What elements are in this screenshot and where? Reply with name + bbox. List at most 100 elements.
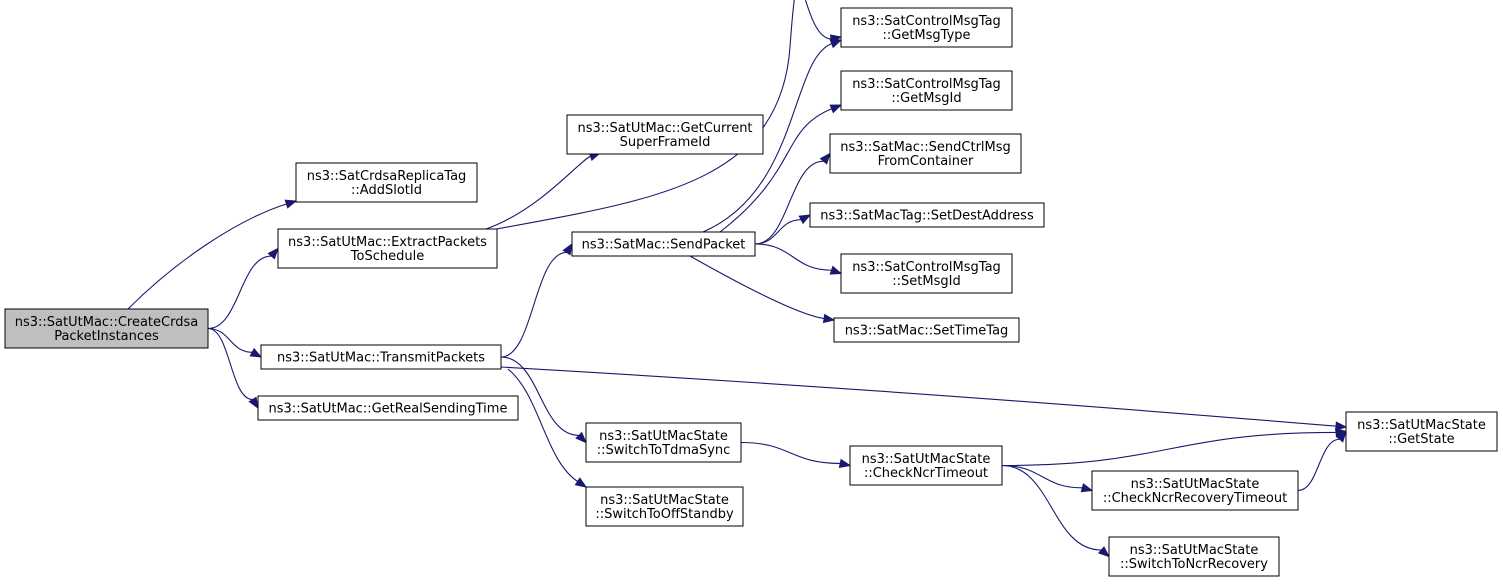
edge-transmit_packets-to-send_packet bbox=[500, 242, 573, 358]
node-add-slot-id[interactable]: ns3::SatCrdsaReplicaTag::AddSlotId bbox=[295, 162, 478, 203]
edge-transmit_packets-to-get_state bbox=[500, 366, 1348, 431]
edge-switch_to_tdma_sync-to-check_ncr_timeout bbox=[740, 441, 852, 468]
node-switch-to-off-standby[interactable]: ns3::SatUtMacState::SwitchToOffStandby bbox=[585, 486, 744, 527]
node-box bbox=[566, 114, 764, 155]
node-label-line: ns3::SatUtMacState bbox=[599, 429, 728, 444]
node-check-ncr-recovery-timeout[interactable]: ns3::SatUtMacState::CheckNcrRecoveryTime… bbox=[1091, 470, 1299, 511]
edge-arrowhead bbox=[1335, 421, 1348, 431]
node-check-ncr-timeout[interactable]: ns3::SatUtMacState::CheckNcrTimeout bbox=[849, 445, 1003, 486]
node-label-line: ::SwitchToOffStandby bbox=[595, 507, 734, 522]
edge-arrowhead bbox=[822, 313, 836, 324]
edge-arrowhead bbox=[249, 347, 263, 358]
node-box bbox=[585, 422, 742, 463]
edge-send_packet-to-send_ctrl_msg bbox=[754, 152, 831, 245]
edge-line bbox=[1001, 464, 1102, 551]
node-get-state[interactable]: ns3::SatUtMacState::GetState bbox=[1345, 411, 1498, 452]
node-label-line: ::GetState bbox=[1388, 432, 1454, 447]
node-label-line: ns3::SatMacTag::SetDestAddress bbox=[820, 209, 1034, 224]
node-label-line: ToSchedule bbox=[350, 249, 424, 264]
node-label-line: ns3::SatUtMac::TransmitPackets bbox=[277, 351, 485, 366]
edge-arrowhead bbox=[838, 458, 852, 468]
node-transmit-packets[interactable]: ns3::SatUtMac::TransmitPackets bbox=[260, 344, 502, 370]
node-label-line: ::SetMsgId bbox=[892, 274, 960, 289]
edge-send_packet-to-get_msg_id bbox=[719, 104, 843, 233]
edge-line bbox=[500, 366, 1337, 427]
node-set-dest-address[interactable]: ns3::SatMacTag::SetDestAddress bbox=[809, 202, 1045, 228]
edge-line bbox=[754, 160, 824, 245]
node-label-line: ::SwitchToNcrRecovery bbox=[1120, 557, 1268, 572]
node-label-line: ns3::SatUtMacState bbox=[1131, 477, 1260, 492]
node-box bbox=[829, 133, 1022, 174]
edge-arrowhead bbox=[1335, 430, 1347, 443]
edge-arrowhead bbox=[829, 265, 843, 275]
node-box bbox=[585, 486, 744, 527]
node-get-real-sending-time[interactable]: ns3::SatUtMac::GetRealSendingTime bbox=[257, 395, 519, 421]
node-create-crdsa[interactable]: ns3::SatUtMac::CreateCrdsaPacketInstance… bbox=[4, 308, 209, 349]
edge-line bbox=[754, 243, 832, 271]
node-set-time-tag[interactable]: ns3::SatMac::SetTimeTag bbox=[833, 317, 1020, 343]
node-send-packet[interactable]: ns3::SatMac::SendPacket bbox=[571, 231, 756, 257]
edge-arrowhead bbox=[267, 247, 279, 260]
node-box bbox=[260, 344, 502, 370]
edge-line bbox=[496, 0, 832, 230]
edge-line bbox=[689, 255, 825, 320]
node-box bbox=[571, 231, 756, 257]
node-label-line: ns3::SatMac::SetTimeTag bbox=[845, 324, 1009, 339]
edge-arrowhead bbox=[829, 39, 843, 49]
edge-arrowhead bbox=[829, 104, 843, 114]
node-label-line: PacketInstances bbox=[54, 329, 159, 344]
node-label-line: ns3::SatUtMac::ExtractPackets bbox=[288, 235, 487, 250]
node-label-line: ::GetMsgId bbox=[891, 91, 961, 106]
edge-line bbox=[702, 43, 832, 233]
edge-arrowhead bbox=[1097, 546, 1111, 558]
node-switch-to-ncr-recovery[interactable]: ns3::SatUtMacState::SwitchToNcrRecovery bbox=[1108, 536, 1280, 577]
node-label-line: ns3::SatControlMsgTag bbox=[852, 77, 1001, 92]
node-box bbox=[809, 202, 1045, 228]
edge-create_crdsa-to-extract_packets bbox=[207, 247, 279, 330]
edge-line bbox=[207, 327, 253, 353]
node-box bbox=[1345, 411, 1498, 452]
node-label-line: ns3::SatUtMacState bbox=[1130, 543, 1259, 558]
node-box bbox=[4, 308, 209, 349]
edge-line bbox=[740, 441, 841, 464]
node-label-line: ns3::SatControlMsgTag bbox=[852, 14, 1001, 29]
edge-line bbox=[1001, 464, 1083, 489]
edge-arrowhead bbox=[1080, 483, 1094, 493]
node-set-msg-id[interactable]: ns3::SatControlMsgTag::SetMsgId bbox=[840, 253, 1013, 294]
node-label-line: ns3::SatUtMac::GetRealSendingTime bbox=[269, 402, 508, 417]
node-label-line: ns3::SatUtMac::GetCurrent bbox=[577, 121, 752, 136]
edge-transmit_packets-to-switch_to_off_standby bbox=[507, 368, 588, 488]
node-box bbox=[849, 445, 1003, 486]
node-label-line: ns3::SatUtMacState bbox=[600, 493, 729, 508]
edge-line bbox=[507, 368, 578, 482]
edge-arrowhead bbox=[575, 431, 587, 444]
node-box bbox=[833, 317, 1020, 343]
node-box bbox=[257, 395, 519, 421]
edge-line bbox=[500, 251, 567, 358]
node-get-msg-type[interactable]: ns3::SatControlMsgTag::GetMsgType bbox=[840, 7, 1013, 48]
edge-line bbox=[754, 219, 802, 245]
edge-send_packet-to-get_msg_type bbox=[702, 39, 843, 233]
node-box bbox=[277, 228, 498, 269]
node-label-line: ns3::SatUtMacState bbox=[1357, 418, 1486, 433]
edge-line bbox=[1297, 438, 1340, 492]
node-switch-to-tdma-sync[interactable]: ns3::SatUtMacState::SwitchToTdmaSync bbox=[585, 422, 742, 463]
edge-create_crdsa-to-add_slot_id bbox=[127, 199, 298, 310]
node-label-line: ns3::SatUtMacState bbox=[862, 452, 991, 467]
node-label-line: ns3::SatUtMac::CreateCrdsa bbox=[15, 315, 198, 330]
edge-line bbox=[500, 356, 579, 436]
node-box bbox=[295, 162, 478, 203]
edge-line bbox=[127, 203, 287, 310]
edge-check_ncr_timeout-to-get_state bbox=[1001, 427, 1348, 467]
edge-check_ncr_timeout-to-switch_to_ncr_recovery bbox=[1001, 464, 1111, 558]
edge-create_crdsa-to-get_real_sending_time bbox=[207, 327, 259, 410]
edge-create_crdsa-to-transmit_packets bbox=[207, 327, 263, 358]
edge-line bbox=[1001, 431, 1337, 467]
node-get-msg-id[interactable]: ns3::SatControlMsgTag::GetMsgId bbox=[840, 70, 1013, 111]
node-label-line: ns3::SatMac::SendPacket bbox=[582, 238, 746, 253]
edge-check_ncr_recovery_timeout-to-get_state bbox=[1297, 430, 1347, 492]
